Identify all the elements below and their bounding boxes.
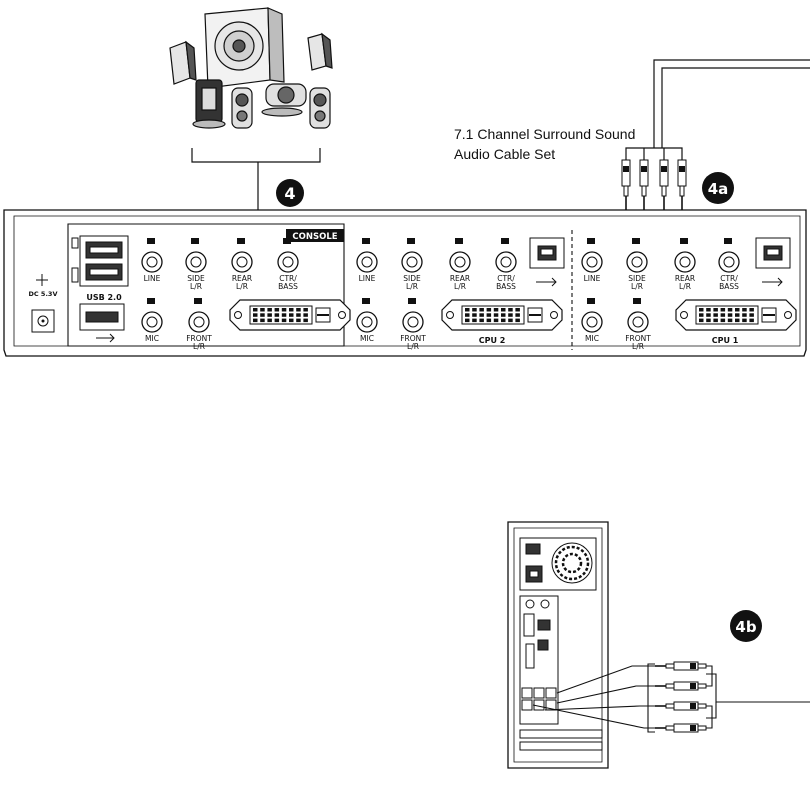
console-jack-label: CTR/: [279, 274, 297, 283]
console-jack-label: REAR: [232, 274, 252, 283]
cpu2-jack: CTR/BASS: [495, 238, 517, 291]
cpu2-jack-label: CTR/: [497, 274, 515, 283]
cpu1-label: CPU 1: [712, 336, 739, 345]
cpu2-jack-label: L/R: [454, 282, 466, 291]
console-jack-label: LINE: [144, 274, 161, 283]
callout-badge-4: 4: [276, 179, 304, 207]
power-jack: DC 5.3V: [29, 274, 58, 333]
cpu1-jack: CTR/BASS: [718, 238, 740, 291]
cpu2-jack-label: L/R: [406, 282, 418, 291]
audio-plug: [659, 159, 669, 210]
cpu2-label: CPU 2: [479, 336, 506, 345]
cpu1-jack: MIC: [581, 298, 603, 343]
audio-plug: [621, 159, 631, 210]
power-label: DC 5.3V: [29, 290, 58, 298]
console-jack-label: L/R: [193, 342, 205, 351]
callout-4-text: 4: [284, 184, 295, 203]
console-jack: LINE: [141, 238, 163, 283]
audio-plug: [655, 681, 707, 691]
console-tag: [286, 229, 344, 242]
computer-tower: [507, 521, 609, 769]
callout-4a-text: 4a: [708, 180, 729, 198]
usb-b-port-cpu1: [755, 237, 791, 287]
audio-plugs-bottom: [655, 661, 707, 733]
audio-cable-set-top: [625, 59, 810, 160]
cpu2-jack-label: LINE: [359, 274, 376, 283]
console-jack-label: FRONT: [186, 334, 212, 343]
cpu1-jack-label: FRONT: [625, 334, 651, 343]
console-usb-ports: [71, 235, 129, 331]
cpu1-jack-label: MIC: [585, 334, 599, 343]
speaker-set-illustration: [169, 7, 333, 129]
cpu1-jack-label: SIDE: [628, 274, 646, 283]
cpu1-jack-label: LINE: [584, 274, 601, 283]
audio-plug: [655, 723, 707, 733]
cpu2-jack-label: SIDE: [403, 274, 421, 283]
cpu2-jack-label: BASS: [496, 282, 516, 291]
cpu2-jack-label: REAR: [450, 274, 470, 283]
console-jack-label: L/R: [190, 282, 202, 291]
console-jack-label: BASS: [278, 282, 298, 291]
callout-4b-text: 4b: [735, 618, 756, 636]
cpu1-jack-label: REAR: [675, 274, 695, 283]
cpu1-jack-label: L/R: [632, 342, 644, 351]
callout-badge-4b: 4b: [730, 610, 762, 642]
cpu2-jack-label: MIC: [360, 334, 374, 343]
caption-line-2: Audio Cable Set: [454, 146, 555, 162]
cpu1-jack-label: BASS: [719, 282, 739, 291]
console-label: CONSOLE: [292, 232, 337, 242]
audio-plug: [639, 159, 649, 210]
usb-2-label: USB 2.0: [86, 293, 122, 302]
speaker-bracket: [191, 148, 321, 210]
callout-badge-4a: 4a: [702, 172, 734, 204]
cpu2-jack-label: L/R: [407, 342, 419, 351]
audio-plugs-top: [621, 159, 687, 210]
cpu1-jack-label: L/R: [631, 282, 643, 291]
caption-line-1: 7.1 Channel Surround Sound: [454, 126, 635, 142]
dvi-port-cpu2: [441, 299, 563, 331]
dvi-port-console: [229, 299, 351, 331]
audio-plug: [655, 661, 707, 671]
kvm-rear-panel: CONSOLE DC 5.3V USB 2.0: [3, 209, 807, 357]
audio-cable-set-bottom: [532, 663, 810, 733]
cpu2-jack: MIC: [356, 298, 378, 343]
cpu1-jack-label: CTR/: [720, 274, 738, 283]
console-jack-label: MIC: [145, 334, 159, 343]
cpu1-jack-label: L/R: [679, 282, 691, 291]
console-jack-label: SIDE: [187, 274, 205, 283]
cpu1-jack: LINE: [581, 238, 603, 283]
dvi-port-cpu1: [675, 299, 797, 331]
cpu2-jack: LINE: [356, 238, 378, 283]
audio-plug: [677, 159, 687, 210]
audio-plug: [655, 701, 707, 711]
console-jack: MIC: [141, 298, 163, 343]
console-jack-label: L/R: [236, 282, 248, 291]
console-jack: CTR/BASS: [277, 238, 299, 291]
usb-b-port-cpu2: [529, 237, 565, 287]
cpu2-jack-label: FRONT: [400, 334, 426, 343]
